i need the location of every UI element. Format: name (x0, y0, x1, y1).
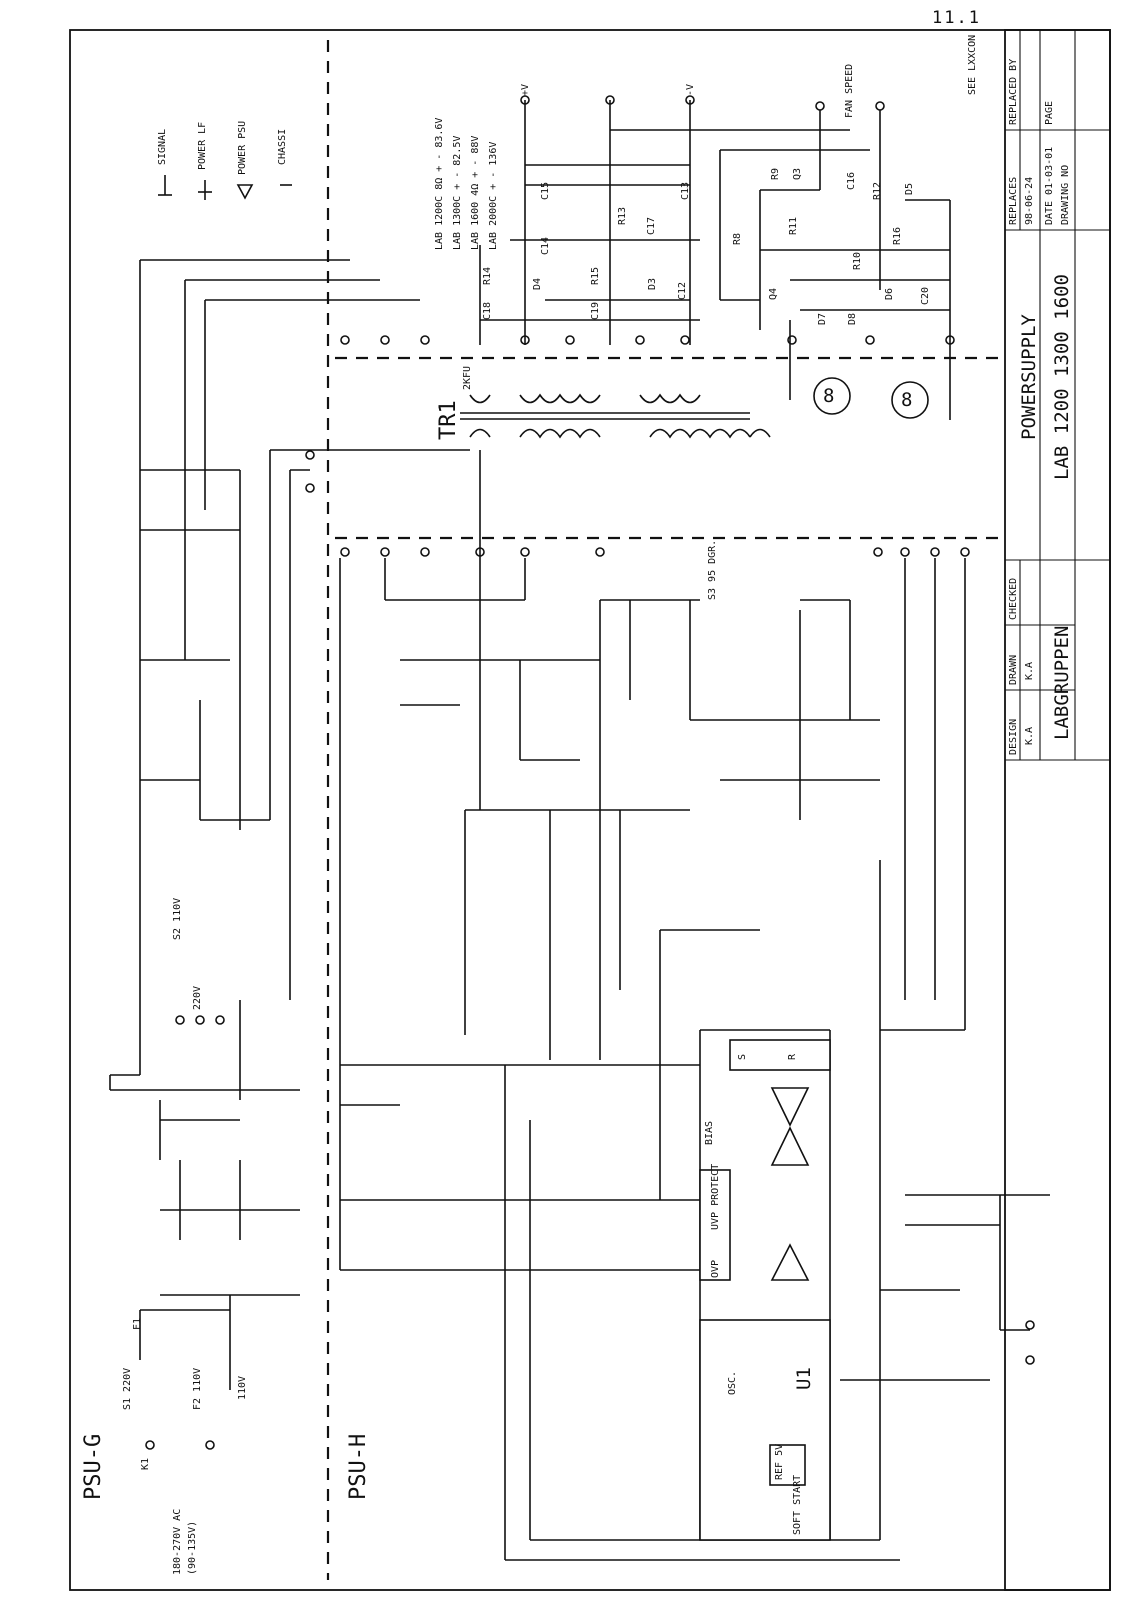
voltage-row-2: LAB 1300C + - 82.5V (452, 136, 463, 250)
component-label: R15 (590, 267, 601, 285)
component-label: C19 (590, 302, 601, 320)
ovp-label: OVP (710, 1260, 721, 1278)
component-label: R14 (482, 267, 493, 285)
psu-h-label: PSU-H (346, 1434, 371, 1500)
component-label: Q3 (792, 168, 803, 180)
component-label: D5 (904, 183, 915, 195)
transformer-tr1 (460, 393, 771, 439)
component-label: R16 (892, 227, 903, 245)
component-label: C17 (646, 217, 657, 235)
soft-start-label: SOFT START (792, 1475, 803, 1535)
voltage-row-4: LAB 2000C + - 136V (488, 142, 499, 250)
reset-pin-label: R (787, 1053, 798, 1060)
drawing-no-label: DRAWING NO (1060, 165, 1071, 225)
component-label: R12 (872, 182, 883, 200)
drawn-value: K.A (1024, 662, 1035, 680)
bias-label: BIAS (704, 1121, 715, 1145)
component-label: C16 (846, 172, 857, 190)
op-amp-1 (770, 1087, 810, 1127)
v110-label: 110V (237, 1376, 248, 1400)
fan-speed-label: FAN SPEED (844, 64, 855, 118)
company-name: LABGRUPPEN (1051, 626, 1073, 740)
uvp-label: UVP PROTECT (710, 1164, 721, 1230)
f2-label: F2 110V (192, 1368, 203, 1410)
secondary-wiring (479, 100, 951, 420)
k1-label: K1 (140, 1458, 151, 1470)
component-label: C18 (482, 302, 493, 320)
op-amp-2 (770, 1126, 810, 1166)
op-amp-3 (770, 1243, 810, 1281)
s3-label: S3 95 DGR. (707, 540, 718, 600)
design-value: K.A (1024, 727, 1035, 745)
component-label: C15 (540, 182, 551, 200)
set-pin-label: S (737, 1054, 748, 1060)
plus-rail-label: +V (520, 84, 531, 96)
component-label: D3 (647, 278, 658, 290)
svg-text:8: 8 (823, 385, 834, 407)
component-label: R8 (732, 233, 743, 245)
ground-legend: SIGNAL POWER LF POWER PSU CHASSI (157, 121, 292, 200)
voltage-row-3: LAB 1600 4Ω + - 88V (470, 136, 481, 250)
replaced-by-label: REPLACED BY (1008, 59, 1019, 125)
component-labels: C15 C13 C14 C17 R13 R14 D4 R15 D3 C12 C1… (482, 168, 931, 325)
f1-label: F1 (132, 1318, 143, 1330)
u1-label: U1 (793, 1367, 815, 1390)
component-label: R9 (770, 168, 781, 180)
legend-chassis: CHASSI (277, 129, 288, 165)
primary-wiring (109, 259, 470, 1390)
s2-label: S2 110V (172, 898, 183, 940)
legend-power-psu: POWER PSU (237, 121, 248, 175)
mains-label: 180-270V AC (172, 1509, 183, 1575)
component-label: C14 (540, 237, 551, 255)
sr-latch-block (729, 1039, 831, 1071)
component-label: Q4 (768, 288, 779, 300)
checked-label: CHECKED (1008, 578, 1019, 620)
fan-fa1 (813, 377, 851, 415)
transformer-label: TR1 (436, 400, 461, 440)
date-label: DATE (1044, 201, 1055, 225)
drawing-models: LAB 1200 1300 1600 (1051, 274, 1073, 480)
power-psu-ground-icon (236, 184, 254, 200)
page-label: PAGE (1044, 101, 1055, 125)
drawn-label: DRAWN (1008, 655, 1019, 685)
u1-reference-block (769, 1444, 806, 1486)
s1-label: S1 220V (122, 1368, 133, 1410)
drawing-title: POWERSUPPLY (1018, 314, 1040, 440)
voltage-row-1: LAB 1200C 8Ω + - 83.6V (434, 118, 445, 250)
component-label: R11 (788, 217, 799, 235)
uvp-ovp-block (699, 1169, 731, 1281)
u1-controller-block (699, 1319, 831, 1541)
page-number: 11.1 (932, 8, 981, 28)
component-label: R10 (852, 252, 863, 270)
component-label: R13 (617, 207, 628, 225)
component-label: C20 (920, 287, 931, 305)
see-note-label: SEE LXXCON (967, 35, 978, 95)
design-label: DESIGN (1008, 719, 1019, 755)
component-label: D7 (817, 313, 828, 325)
voltage-table: LAB 1200C 8Ω + - 83.6V LAB 1300C + - 82.… (434, 118, 499, 250)
kfu-label: 2KFU (462, 366, 473, 390)
ref-label: REF 5V (774, 1444, 785, 1480)
component-label: D4 (532, 278, 543, 290)
legend-power-lf: POWER LF (197, 122, 208, 170)
legend-signal: SIGNAL (157, 129, 168, 165)
svg-text:8: 8 (901, 389, 912, 411)
component-label: C13 (680, 182, 691, 200)
title-block (1004, 29, 1111, 1591)
minus-rail-label: -V (685, 84, 696, 96)
component-label: C12 (677, 282, 688, 300)
connector-terminals (145, 95, 1035, 1450)
replaces-label: REPLACES (1008, 177, 1019, 225)
psu-g-label: PSU-G (81, 1434, 106, 1500)
control-wiring (339, 450, 1050, 1561)
date-value: 01-03-01 (1044, 147, 1055, 195)
component-label: D6 (884, 288, 895, 300)
osc-label: OSC. (727, 1371, 738, 1395)
component-label: D8 (847, 313, 858, 325)
mains-alt-label: (90-135V) (187, 1521, 198, 1575)
replaces-value: 98-06-24 (1024, 177, 1035, 225)
v220-label: 220V (192, 986, 203, 1010)
fan-fa2 (891, 381, 929, 419)
